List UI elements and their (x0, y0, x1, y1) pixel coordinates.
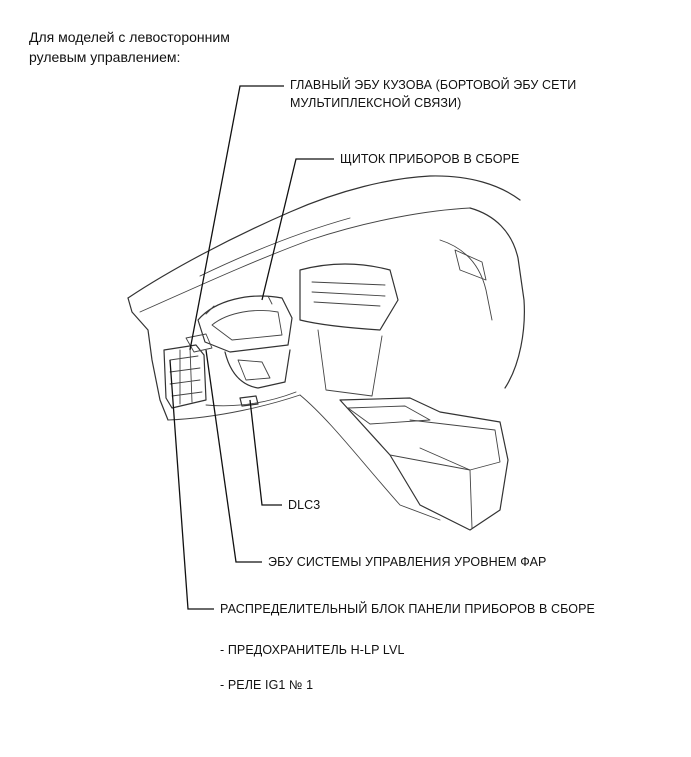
label-body-ecu-line1: ГЛАВНЫЙ ЭБУ КУЗОВА (БОРТОВОЙ ЭБУ СЕТИ (290, 78, 577, 92)
label-combination-meter: ЩИТОК ПРИБОРОВ В СБОРЕ (340, 152, 520, 166)
label-headlight-leveling-ecu: ЭБУ СИСТЕМЫ УПРАВЛЕНИЯ УРОВНЕМ ФАР (268, 555, 547, 569)
center-vents (311, 281, 386, 307)
meter-rim (205, 295, 273, 315)
dash-right-inner (439, 239, 493, 321)
vent-right (454, 249, 487, 281)
leader-body-ecu (189, 85, 284, 351)
steering-column (224, 349, 291, 389)
knee-panel (205, 391, 297, 407)
center-stack (317, 329, 383, 397)
note-fuse: - ПРЕДОХРАНИТЕЛЬ H-LP LVL (220, 643, 405, 657)
body-ecu-detail (185, 333, 213, 353)
header-line-1: Для моделей с левосторонним (29, 29, 230, 45)
left-dash-side (127, 297, 169, 421)
label-dlc3: DLC3 (288, 498, 321, 512)
meter-face (211, 310, 283, 341)
console-top (347, 405, 431, 425)
header-line-2: рулевым управлением: (29, 49, 181, 65)
upper-dash-edge (139, 207, 471, 313)
floor-line (299, 394, 441, 521)
junction-block-detail (169, 347, 203, 405)
lower-dash-line (167, 394, 301, 421)
console-armrest (409, 419, 501, 471)
diagram-header: Для моделей с левосторонним рулевым упра… (29, 27, 230, 67)
leader-headlight-ecu (205, 349, 262, 563)
center-panel (299, 263, 399, 331)
windshield-trim (199, 217, 351, 277)
label-body-ecu: ГЛАВНЫЙ ЭБУ КУЗОВА (БОРТОВОЙ ЭБУ СЕТИ МУ… (290, 76, 576, 112)
leader-dlc3 (249, 399, 282, 506)
note-relay: - РЕЛЕ IG1 № 1 (220, 678, 314, 692)
column-cover (237, 359, 271, 381)
junction-block (163, 344, 207, 409)
leader-junction-block (169, 359, 214, 610)
dlc3-connector (239, 395, 259, 407)
dash-right-outline (469, 207, 525, 389)
label-body-ecu-line2: МУЛЬТИПЛЕКСНОЙ СВЯЗИ) (290, 96, 462, 110)
console-side (389, 454, 473, 529)
floor-console (339, 397, 509, 531)
label-junction-block: РАСПРЕДЕЛИТЕЛЬНЫЙ БЛОК ПАНЕЛИ ПРИБОРОВ В… (220, 602, 595, 616)
windshield-outline (127, 175, 521, 299)
leader-combination-meter (261, 158, 334, 301)
